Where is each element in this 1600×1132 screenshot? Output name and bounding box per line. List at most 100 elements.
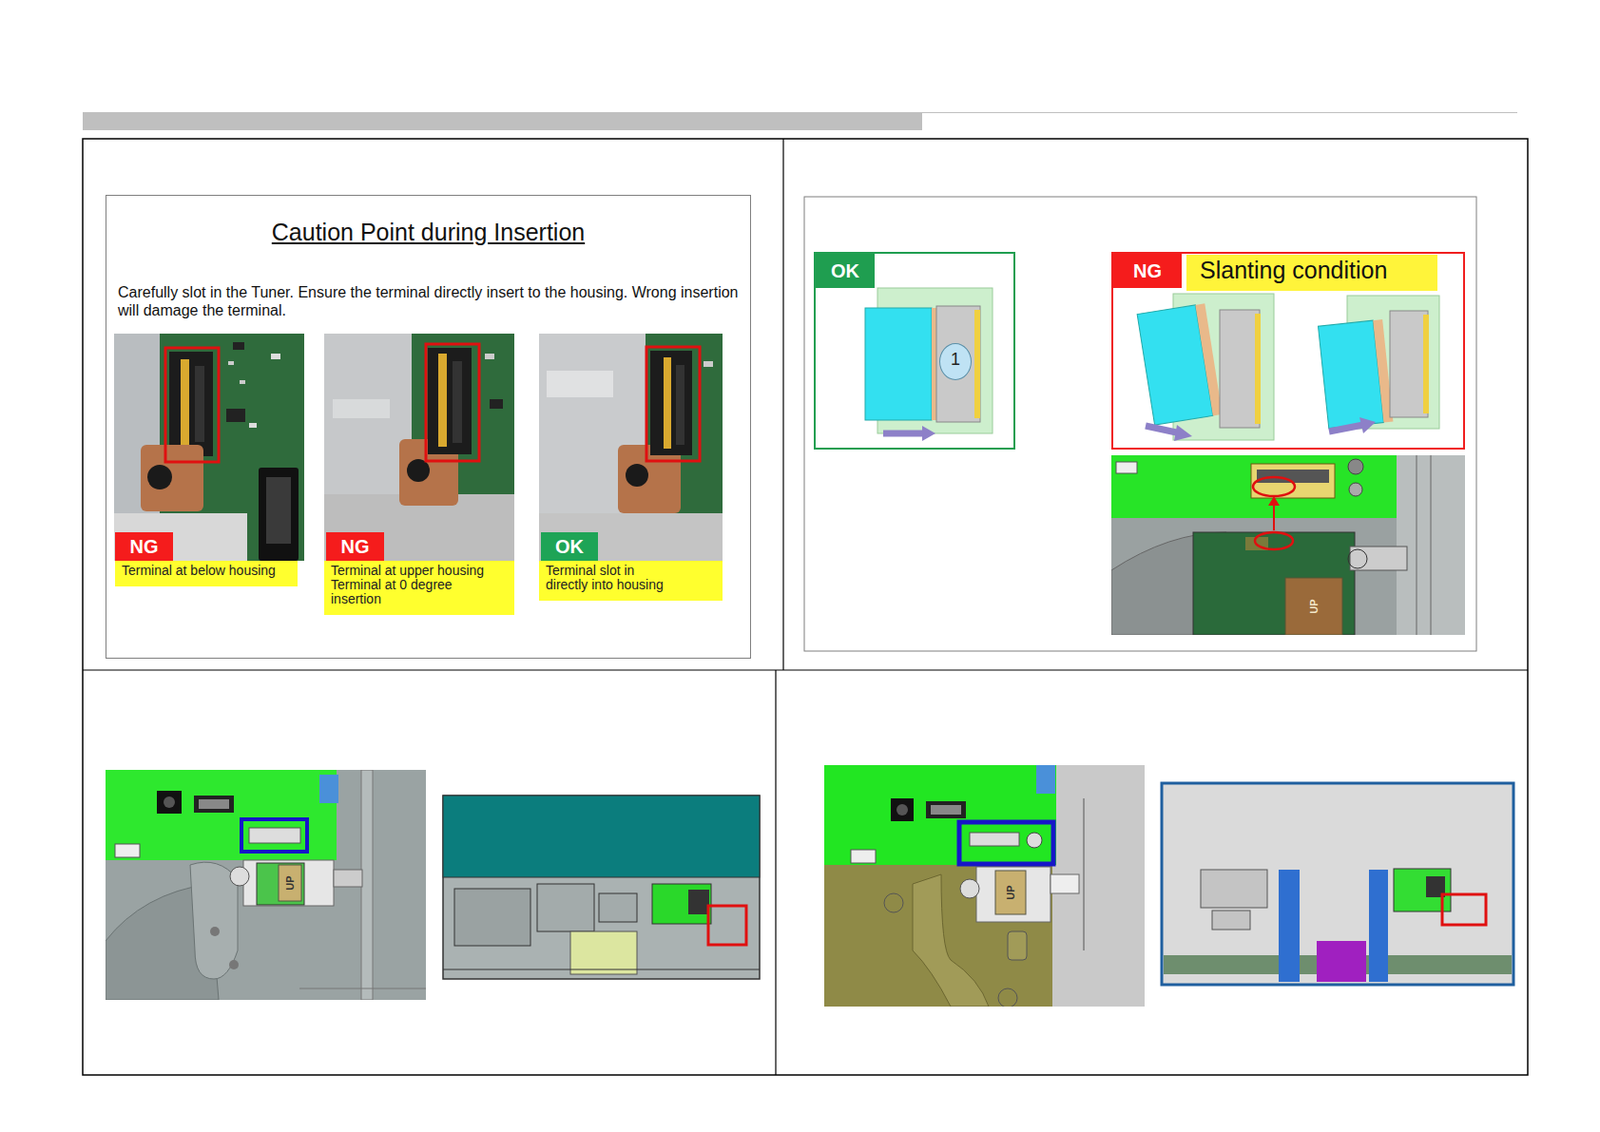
tuner-location-cad: [976, 867, 1051, 923]
caution-panel: Caution Point during InsertionCarefully …: [105, 194, 752, 659]
tv-rear-view: [1212, 910, 1251, 930]
tuner-location-cad: [930, 805, 962, 815]
page-frame: [804, 196, 1477, 652]
tv-rear-view: [443, 795, 760, 980]
terminal-photo: [425, 344, 480, 462]
terminal-photo: [675, 365, 685, 445]
terminal-photo: [239, 380, 246, 385]
ok-frame: OK1: [813, 251, 1016, 450]
page-frame: [82, 669, 1528, 671]
terminal-photo: [703, 361, 714, 367]
terminal-photo: [270, 353, 281, 360]
tuner-location-cad: [1036, 765, 1056, 794]
terminal-photo: [332, 399, 390, 419]
node-text: Terminal at upper housing Terminal at 0 …: [324, 560, 494, 610]
tv-rear-view: [1200, 869, 1268, 908]
slanting-sketch: [1329, 424, 1364, 432]
terminal-photo: [228, 361, 234, 366]
page-frame: [82, 112, 1528, 1076]
ok-insertion-sketch: [865, 288, 993, 442]
tv-rear-view: [1161, 783, 1514, 985]
tuner-location-cad: [105, 770, 426, 1001]
tuner-location-cad: [156, 790, 182, 814]
terminal-photo: [484, 353, 495, 360]
terminal-photo: [324, 333, 515, 561]
tv-rear-view: [1316, 941, 1367, 983]
node-text: NG: [1113, 253, 1182, 289]
slanting-sketch: [1174, 424, 1193, 442]
slanting-sketch: [1137, 293, 1440, 442]
tv-rear-view: [708, 906, 747, 945]
terminal-photo: [650, 350, 693, 456]
tuner-location-cad: [896, 804, 908, 816]
terminal-photo: [169, 351, 213, 457]
tuner-location-cad: [1007, 931, 1027, 961]
terminal-photo: [438, 353, 447, 447]
connector-cad-view: [1251, 463, 1335, 499]
node-text: 1: [940, 344, 971, 375]
tuner-location-cad: [299, 988, 426, 990]
ok-insertion-sketch: [974, 309, 981, 419]
ok-insertion-sketch: [883, 430, 925, 438]
terminal-photo: [452, 361, 463, 444]
tuner-location-cad: [995, 870, 1026, 915]
terminal-photo: [226, 408, 246, 423]
terminal-photo: [140, 444, 204, 512]
slanting-sketch: [1254, 313, 1261, 425]
tuner-location-cad: [241, 819, 308, 852]
caption-band: Terminal slot in directly into housing: [539, 560, 723, 601]
caption-band: Terminal at below housing: [115, 560, 298, 587]
tv-rear-view: [688, 889, 710, 915]
tv-rear-view: [570, 931, 637, 975]
terminal-photo: [266, 477, 291, 544]
connector-cad-view: [1348, 549, 1368, 569]
tuner-location-cad: [998, 988, 1018, 1007]
slanting-sketch: [1318, 319, 1394, 429]
connector-cad-view: [1253, 477, 1295, 497]
ok-insertion-sketch: [922, 425, 936, 442]
terminal-photo: [539, 333, 723, 561]
page-frame: [922, 112, 1518, 114]
tuner-location-cad: [249, 828, 301, 844]
tv-rear-view: [1368, 869, 1388, 983]
page-frame: [82, 112, 923, 131]
tv-rear-view: [454, 888, 531, 946]
terminal-photo: [114, 333, 305, 561]
terminal-photo: [324, 333, 515, 561]
tuner-location-cad: [210, 926, 220, 937]
connector-cad-view: [1111, 455, 1466, 636]
terminal-photo: [663, 357, 672, 449]
terminal-photo: [194, 366, 205, 443]
terminal-photo: [625, 463, 649, 487]
connector-cad-view: [1111, 455, 1397, 519]
tuner-location-cad: [960, 879, 980, 899]
node-text: Carefully slot in the Tuner. Ensure the …: [117, 283, 748, 320]
slanting-sketch: [1219, 309, 1260, 428]
page-frame: [82, 138, 1528, 1076]
tuner-location-cad: [824, 765, 1145, 1007]
page-frame: [774, 670, 776, 1076]
connector-cad-view: [1396, 455, 1466, 636]
tuner-location-cad: [1050, 874, 1080, 894]
tv-rear-view: [1161, 783, 1514, 985]
tuner-location-cad: [884, 893, 904, 913]
terminal-photo: [232, 342, 245, 350]
tuner-location-cad: [1083, 798, 1085, 951]
slanting-sketch: [1389, 310, 1428, 418]
connector-cad-view: [1111, 455, 1466, 636]
tuner-location-cad: [333, 869, 363, 887]
tuner-location-cad: [105, 770, 426, 1001]
part-marking: UP: [284, 874, 296, 891]
tuner-location-cad: [278, 865, 302, 902]
tuner-location-cad: [256, 863, 305, 906]
tuner-location-cad: [198, 799, 230, 810]
tuner-location-cad: [959, 822, 1054, 865]
terminal-photo: [180, 359, 190, 449]
tuner-location-cad: [243, 860, 334, 907]
tv-rear-view: [652, 884, 712, 925]
terminal-photo: [114, 333, 305, 561]
tuner-location-cad: [193, 795, 234, 813]
tuner-location-cad: [824, 765, 1057, 866]
callout-number: 1: [939, 343, 972, 381]
